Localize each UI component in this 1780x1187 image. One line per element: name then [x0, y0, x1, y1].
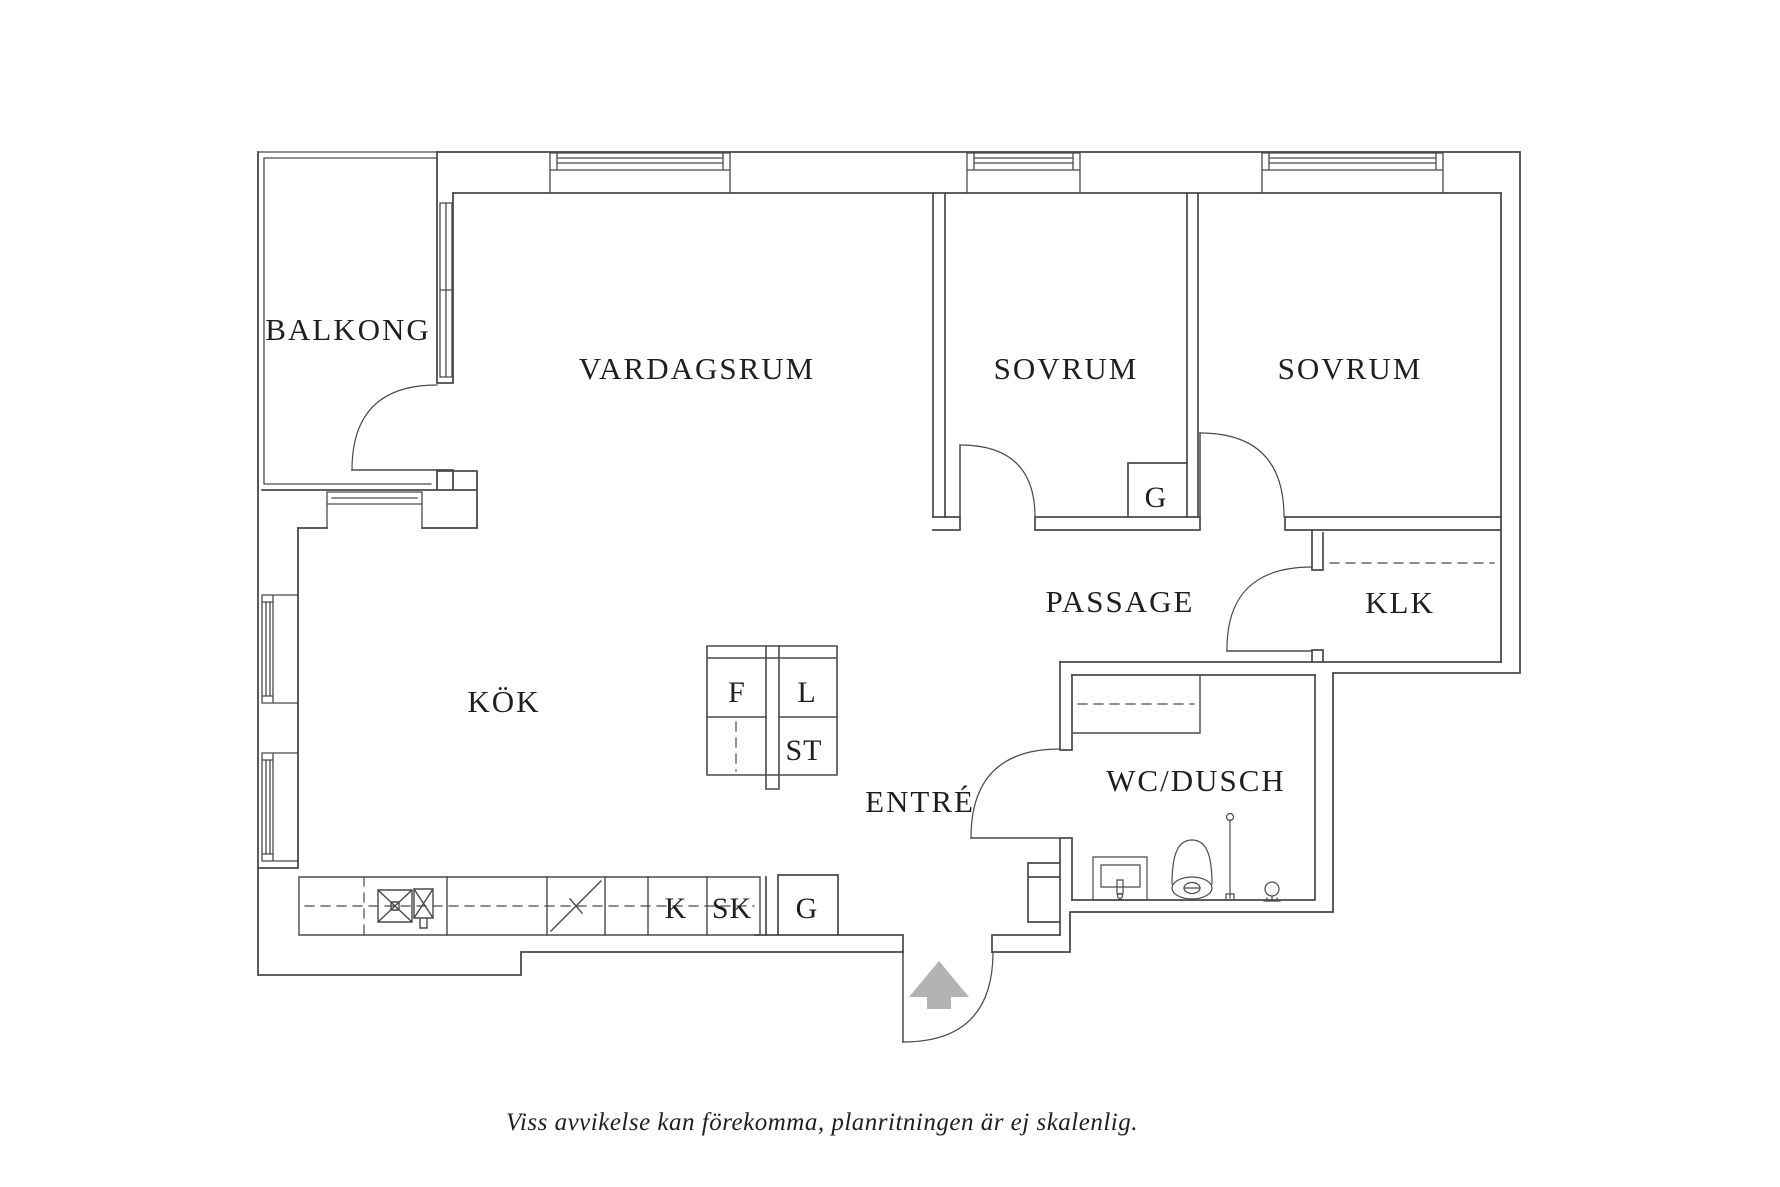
doors: [351, 384, 1313, 1043]
label-sk: SK: [712, 892, 752, 925]
label-g-hall: G: [796, 892, 819, 925]
entrance-arrow-icon: [909, 961, 969, 1009]
label-sovrum-2: SOVRUM: [1278, 351, 1423, 386]
shower-mixer-icon: [1264, 881, 1280, 897]
label-passage: PASSAGE: [1046, 584, 1195, 619]
wc-fixtures: [1092, 812, 1281, 902]
door-arc-bedroom1: [959, 444, 1036, 518]
window-kitchen-balcony: [326, 491, 423, 529]
exterior-walls: [257, 151, 1521, 976]
window-kitchen-2: [261, 752, 299, 862]
door-arc-wc: [970, 748, 1061, 839]
room-labels: BALKONG VARDAGSRUM SOVRUM SOVRUM PASSAGE…: [265, 312, 1435, 925]
window-livingroom: [549, 152, 731, 194]
label-f: F: [728, 676, 746, 709]
label-kok: KÖK: [467, 684, 540, 719]
washbasin-icon: [1092, 856, 1148, 901]
window-livingroom-balcony: [439, 202, 453, 378]
wc-closet: [1071, 674, 1201, 734]
shower-rail-icon: [1225, 819, 1235, 901]
label-balkong: BALKONG: [265, 312, 431, 347]
label-klk: KLK: [1365, 585, 1435, 620]
window-bedroom1: [966, 152, 1081, 194]
window-bedroom2: [1261, 152, 1444, 194]
disclaimer-caption: Viss avvikelse kan förekomma, planritnin…: [506, 1109, 1138, 1136]
door-arc-balcony: [351, 384, 438, 471]
stove-icon: [377, 889, 413, 923]
label-sovrum-1: SOVRUM: [994, 351, 1139, 386]
label-st: ST: [785, 734, 822, 767]
label-l: L: [797, 676, 816, 709]
label-g-bedroom: G: [1145, 481, 1168, 514]
label-vardagsrum: VARDAGSRUM: [579, 351, 816, 386]
door-arc-bedroom2: [1199, 432, 1285, 518]
door-arc-entrance: [902, 951, 994, 1043]
cabinet-block: [706, 645, 838, 790]
label-wc-dusch: WC/DUSCH: [1106, 763, 1286, 798]
windows: [261, 152, 1444, 862]
door-arc-klk: [1226, 566, 1313, 652]
toilet-icon: [1171, 839, 1213, 885]
label-entre: ENTRÉ: [865, 784, 975, 819]
interior-walls: [754, 192, 1502, 953]
label-k: K: [665, 892, 688, 925]
washbasin-tap: [1116, 892, 1124, 900]
dashed-guides: [304, 562, 1495, 936]
sink-icon: [413, 888, 434, 929]
worktop-symbol: [550, 880, 602, 932]
window-kitchen-1: [261, 594, 299, 704]
